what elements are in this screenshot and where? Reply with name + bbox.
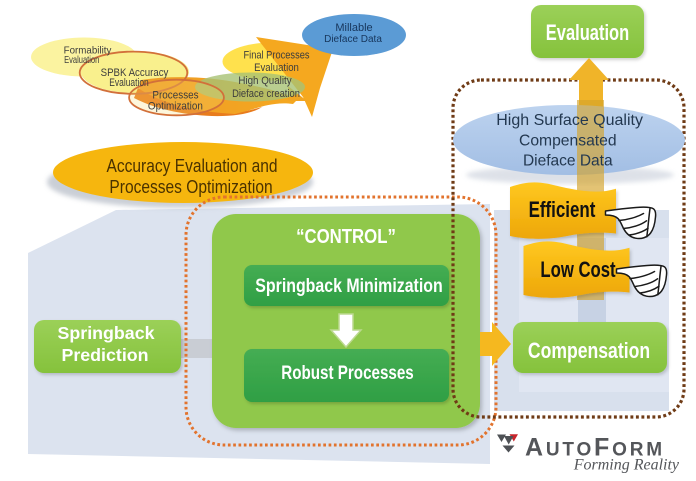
- svg-text:“CONTROL”: “CONTROL”: [296, 225, 396, 248]
- svg-text:High Surface Quality: High Surface Quality: [496, 112, 643, 129]
- svg-text:Forming Reality: Forming Reality: [573, 457, 680, 474]
- svg-text:Dieface Data: Dieface Data: [324, 34, 382, 45]
- svg-text:Optimization: Optimization: [148, 101, 203, 113]
- svg-text:Evaluation: Evaluation: [109, 77, 148, 89]
- svg-text:Processes: Processes: [152, 90, 198, 102]
- svg-text:Prediction: Prediction: [61, 345, 148, 365]
- svg-text:SPBK Accuracy: SPBK Accuracy: [101, 68, 170, 80]
- svg-text:Compensation: Compensation: [528, 339, 650, 363]
- svg-text:Springback: Springback: [57, 323, 154, 343]
- svg-text:Low Cost: Low Cost: [540, 258, 616, 283]
- svg-text:Final Processes: Final Processes: [243, 50, 309, 62]
- svg-text:Millable: Millable: [335, 22, 372, 34]
- svg-text:Robust Processes: Robust Processes: [281, 361, 414, 383]
- svg-text:Evaluation: Evaluation: [546, 21, 629, 46]
- svg-text:High Quality: High Quality: [238, 76, 292, 88]
- svg-text:Evaluation: Evaluation: [64, 54, 99, 65]
- svg-text:Accuracy Evaluation and: Accuracy Evaluation and: [107, 156, 278, 177]
- svg-text:Evaluation: Evaluation: [254, 62, 299, 74]
- svg-text:Dieface Data: Dieface Data: [523, 152, 613, 169]
- svg-text:Efficient: Efficient: [529, 198, 596, 223]
- svg-text:Processes Optimization: Processes Optimization: [109, 177, 272, 198]
- svg-text:Dieface creation: Dieface creation: [232, 88, 300, 100]
- svg-text:Formability: Formability: [64, 45, 113, 56]
- svg-text:Springback Minimization: Springback Minimization: [255, 275, 442, 297]
- svg-text:Compensated: Compensated: [519, 132, 617, 149]
